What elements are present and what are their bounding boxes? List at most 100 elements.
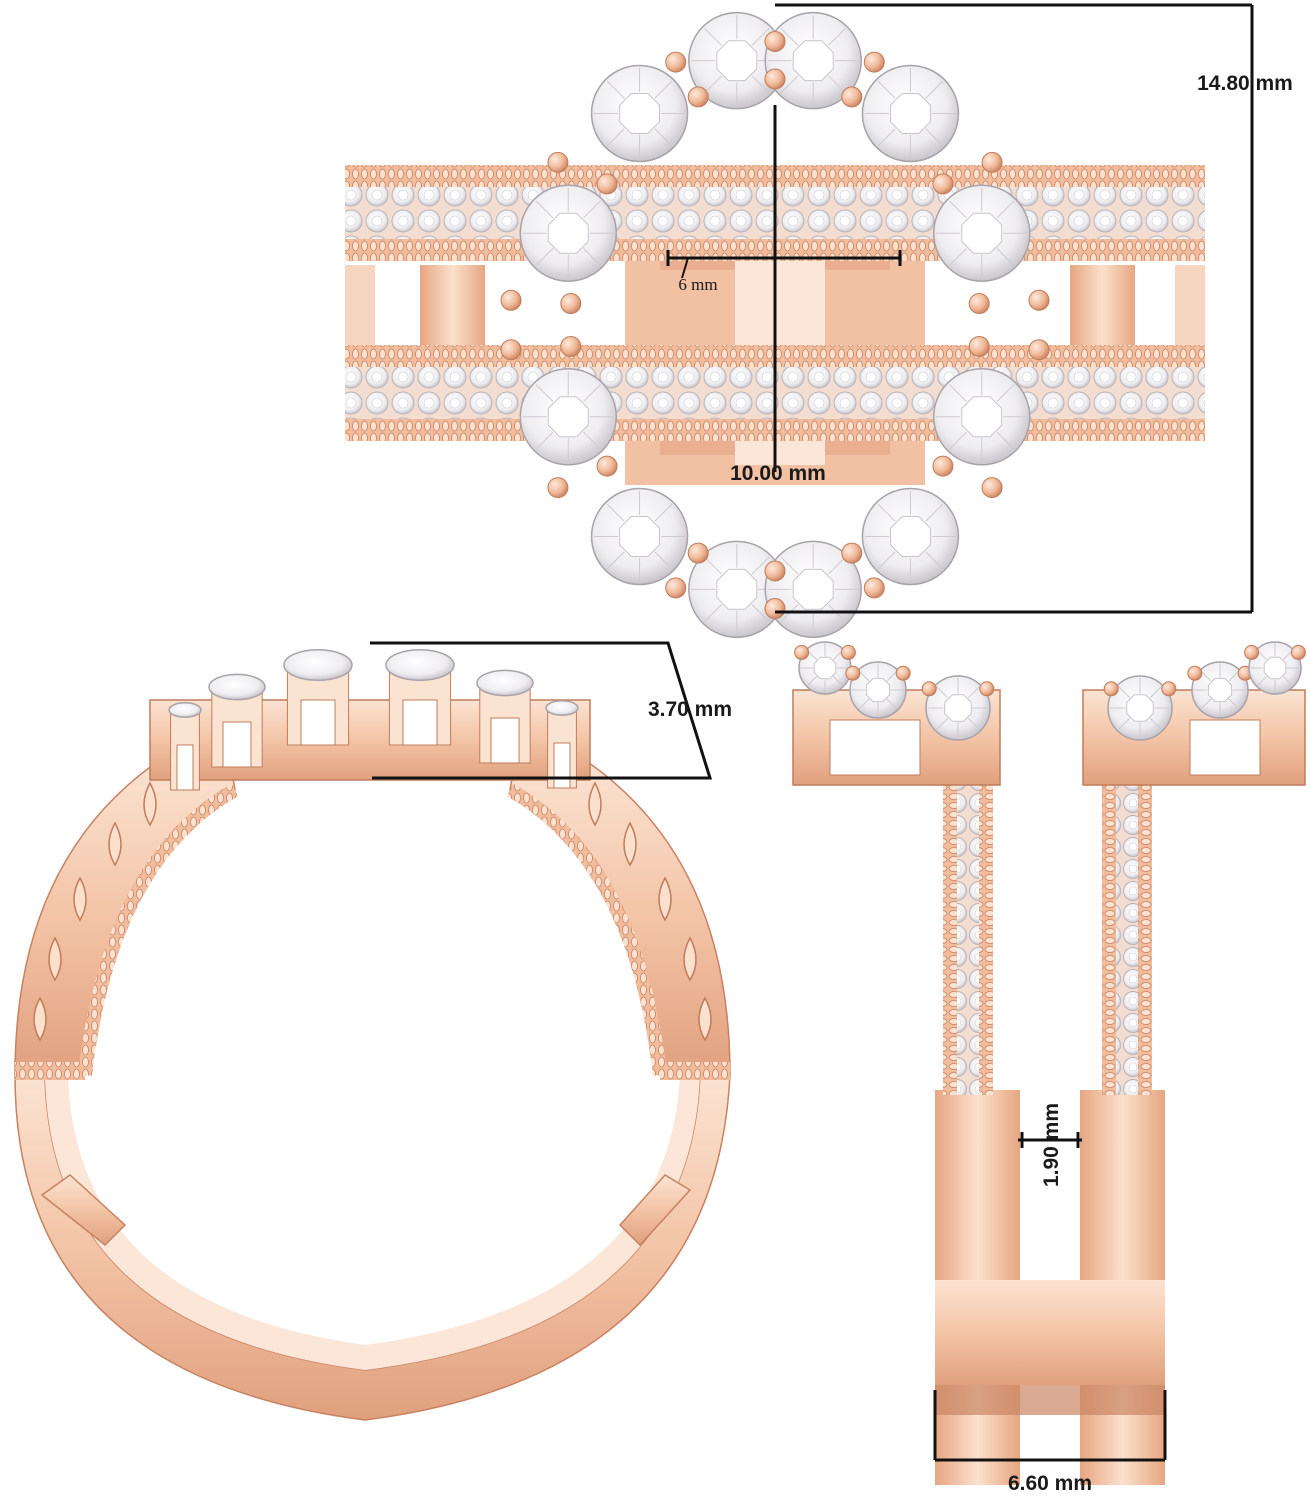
left-post-edge — [345, 265, 375, 345]
prong — [921, 681, 937, 697]
diamond-stone — [1191, 661, 1249, 719]
prong — [687, 542, 709, 564]
halo-stones — [519, 11, 1031, 639]
diamond-facet — [996, 431, 1015, 450]
diamond-table — [792, 568, 834, 610]
diamond-facet — [704, 604, 722, 622]
diamond-facet — [877, 128, 896, 147]
diamond-facet — [751, 556, 770, 575]
leaf-engraving — [33, 781, 712, 1042]
diamond-table — [961, 396, 1003, 438]
diamond-table — [547, 212, 589, 254]
dim-band-gap-label: 1.90 mm — [1040, 1103, 1063, 1187]
diamond-table — [1207, 677, 1233, 703]
prong — [968, 293, 990, 315]
crown-opening — [553, 742, 571, 789]
prong — [932, 455, 954, 477]
bead-base-left — [15, 1062, 85, 1080]
prong — [1187, 665, 1203, 681]
diamond-table — [619, 516, 660, 557]
diamond-facet — [606, 80, 625, 99]
diamond-facet — [654, 128, 673, 147]
diamond-stone — [932, 184, 1031, 282]
diamond-table — [619, 93, 660, 134]
prong — [687, 86, 709, 108]
shank-bridge — [935, 1280, 1165, 1385]
crown-opening — [176, 744, 194, 791]
prong — [764, 560, 786, 582]
diamond-facet — [583, 200, 601, 219]
leaf-motif — [683, 936, 697, 982]
prong — [1103, 681, 1119, 697]
diamond-facet — [949, 431, 967, 450]
diamond-facet — [1282, 675, 1293, 686]
diamond-facet — [654, 503, 673, 522]
prong — [841, 542, 863, 564]
right-bar-beads-right — [1138, 755, 1152, 1095]
crown-stone — [476, 669, 534, 697]
prong — [979, 681, 995, 697]
diamond-facet — [654, 80, 673, 99]
bead-base-right — [660, 1062, 730, 1080]
leaf-motif — [588, 781, 602, 827]
prong — [547, 151, 569, 173]
diamond-table — [813, 656, 837, 680]
diamond-facet — [751, 75, 770, 94]
diamond-facet — [1228, 670, 1240, 682]
diamond-facet — [780, 556, 799, 575]
prong — [764, 598, 786, 620]
diamond-facet — [751, 604, 770, 622]
shank-gap-top — [1020, 1090, 1080, 1280]
diamond-facet — [828, 75, 846, 94]
crown-opening — [402, 699, 438, 746]
prong — [932, 173, 954, 195]
diamond-facet — [886, 698, 898, 710]
prong — [895, 665, 911, 681]
diamond-facet — [535, 431, 554, 450]
diamond-facet — [1118, 717, 1131, 730]
side-view: 3.70 mm — [14, 641, 732, 1421]
left-bar-beads-left — [943, 755, 957, 1095]
diamond-facet — [925, 128, 944, 147]
diamond-stone — [861, 487, 960, 586]
leaf-motif — [33, 996, 47, 1042]
dim-center-gap-label: 6 mm — [678, 275, 717, 294]
diamond-stone — [688, 11, 786, 110]
diamond-stone — [519, 368, 618, 466]
diamond-facet — [704, 556, 722, 575]
diamond-facet — [828, 28, 846, 46]
crown-stone — [385, 648, 455, 682]
prong — [560, 335, 582, 357]
diamond-facet — [996, 384, 1015, 402]
left-bar-pave — [957, 755, 979, 1095]
diamond-facet — [1200, 670, 1212, 682]
diamond-table — [716, 40, 758, 82]
diamond-facet — [925, 80, 944, 99]
prong — [863, 577, 885, 599]
diamond-table — [792, 40, 834, 82]
prong — [596, 173, 618, 195]
diamond-facet — [949, 200, 967, 219]
top-view: 14.80 mm 10.00 mm 6 mm — [345, 3, 1293, 639]
diamond-facet — [925, 503, 944, 522]
prong — [841, 86, 863, 108]
leaf-motif — [73, 876, 87, 922]
left-post — [420, 265, 485, 345]
prong — [500, 289, 522, 311]
prong — [500, 339, 522, 361]
bead-row-right — [506, 783, 667, 1076]
diamond-facet — [704, 28, 722, 46]
diamond-facet — [1200, 698, 1212, 710]
profile-clusters — [792, 641, 1306, 786]
diamond-table — [961, 212, 1003, 254]
halo-prongs — [500, 30, 1050, 620]
prong — [845, 665, 861, 681]
diamond-facet — [535, 248, 554, 266]
diamond-table — [1263, 656, 1287, 680]
side-crown — [149, 648, 591, 791]
diamond-facet — [996, 248, 1015, 266]
diamond-facet — [807, 675, 818, 686]
left-bar-beads-right — [979, 755, 993, 1095]
diamond-table — [865, 677, 891, 703]
crown-stone — [283, 648, 353, 682]
